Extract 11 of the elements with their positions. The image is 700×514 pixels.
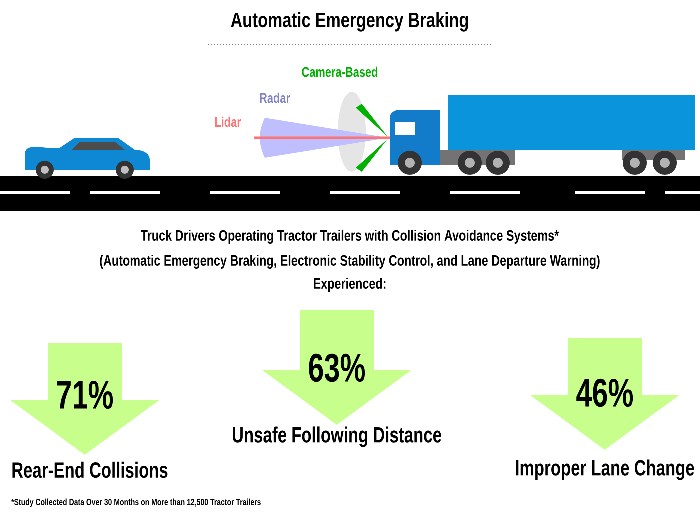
heading-text: Truck Drivers Operating Tractor Trailers with Collision Avoidance Systems* xyxy=(140,230,560,244)
arrow-caption: Unsafe Following Distance xyxy=(233,426,442,448)
title: Automatic Emergency Braking xyxy=(231,12,468,32)
sensor-label: Camera-Based xyxy=(302,66,378,78)
arrow-caption: Rear-End Collisions xyxy=(12,462,168,478)
arrow-caption: Improper Lane Change xyxy=(516,460,694,480)
sensor-label: Radar xyxy=(260,92,290,104)
heading-text: (Automatic Emergency Braking, Electronic Stability Control, and Lane Departure Warning) xyxy=(100,254,600,270)
footnote: *Study Collected Data Over 30 Months on More than 12,500 Tractor Trailers xyxy=(12,498,261,508)
sensor-label: Lidar xyxy=(215,116,242,128)
heading-text: Experienced: xyxy=(314,278,386,292)
